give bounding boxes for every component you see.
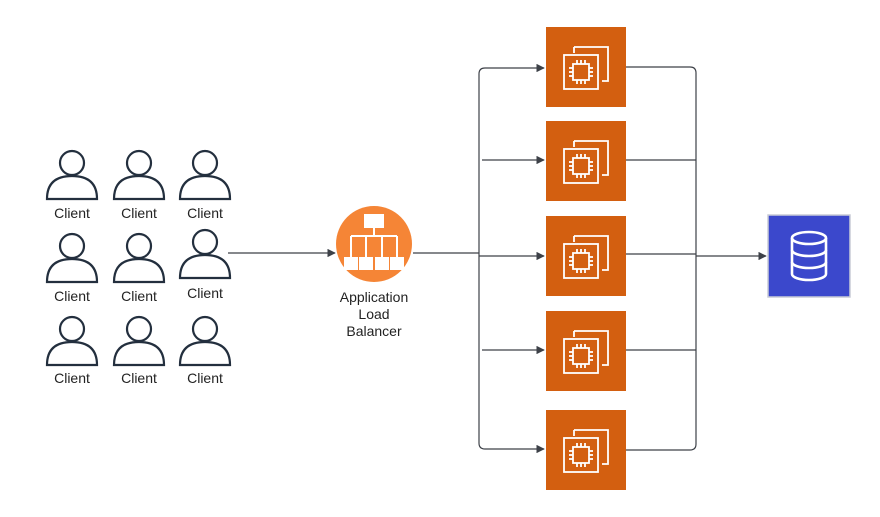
client-person-icon [178,315,232,367]
load-balancer-label: Application Load Balancer [314,289,434,340]
client-label: Client [54,288,90,304]
load-balancer-label-line2: Load [358,306,390,322]
client-person-icon [178,149,232,201]
client-label: Client [187,370,223,386]
client-person-icon [112,232,166,284]
ec2-instance-icon [563,235,609,279]
load-balancer-label-line1: Application [339,289,409,305]
load-balancer-label-line3: Balancer [346,323,402,339]
ec2-instance-icon [563,46,609,90]
client-person-icon [45,232,99,284]
client-label: Client [121,288,157,304]
ec2-instance-icon [563,429,609,473]
ec2-instance-icon [563,330,609,374]
connectors [228,63,767,454]
merge-bus [626,66,697,451]
ec2-instance[interactable] [546,410,626,490]
client-person-icon [45,315,99,367]
client-label: Client [121,205,157,221]
ec2-instance-icon [563,140,609,184]
instances-group [546,27,626,490]
load-balancer-icon [344,214,404,270]
client-label: Client [187,205,223,221]
ec2-instance[interactable] [546,216,626,296]
client-label: Client [187,285,223,301]
client-person-icon [45,149,99,201]
client-label: Client [54,205,90,221]
load-balancer-node[interactable] [336,206,412,282]
client-label: Client [121,370,157,386]
database-icon [790,230,828,282]
clients-group [45,149,232,367]
database-node[interactable] [767,214,851,298]
client-person-icon [112,149,166,201]
client-person-icon [178,228,232,280]
client-person-icon [112,315,166,367]
ec2-instance[interactable] [546,311,626,391]
ec2-instance[interactable] [546,121,626,201]
fanout-bus [478,67,486,450]
client-label: Client [54,370,90,386]
ec2-instance[interactable] [546,27,626,107]
